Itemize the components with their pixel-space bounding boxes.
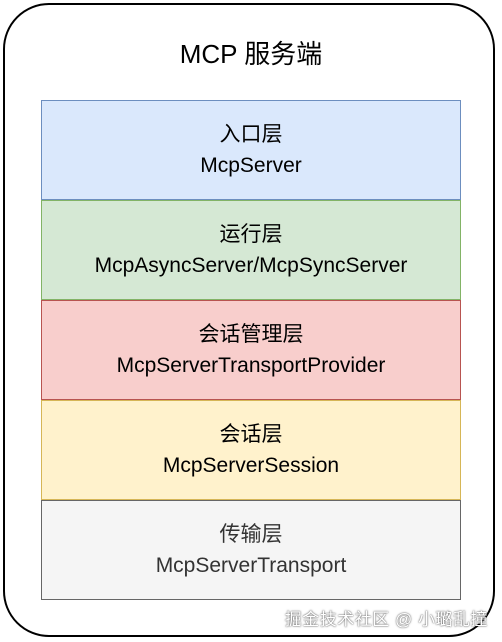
layer-class: McpServer: [200, 154, 302, 177]
layer-entry: 入口层 McpServer: [41, 100, 461, 200]
watermark: 掘金技术社区 @ 小璐乱撞: [284, 610, 488, 629]
layer-class: McpAsyncServer/McpSyncServer: [94, 254, 408, 277]
layer-name: 入口层: [219, 123, 283, 146]
layer-session-management: 会话管理层 McpServerTransportProvider: [41, 300, 461, 400]
diagram-title: MCP 服务端: [179, 39, 323, 69]
layer-name: 传输层: [219, 523, 283, 546]
layer-transport: 传输层 McpServerTransport: [41, 500, 461, 600]
layer-name: 会话层: [219, 423, 283, 446]
mcp-server-container: [3, 3, 495, 637]
layer-class: McpServerTransportProvider: [116, 354, 386, 377]
layer-name: 会话管理层: [198, 323, 304, 346]
layer-runtime: 运行层 McpAsyncServer/McpSyncServer: [41, 200, 461, 300]
layer-name: 运行层: [219, 223, 283, 246]
layer-class: McpServerSession: [162, 454, 340, 477]
layer-session: 会话层 McpServerSession: [41, 400, 461, 500]
layer-class: McpServerTransport: [155, 554, 347, 577]
